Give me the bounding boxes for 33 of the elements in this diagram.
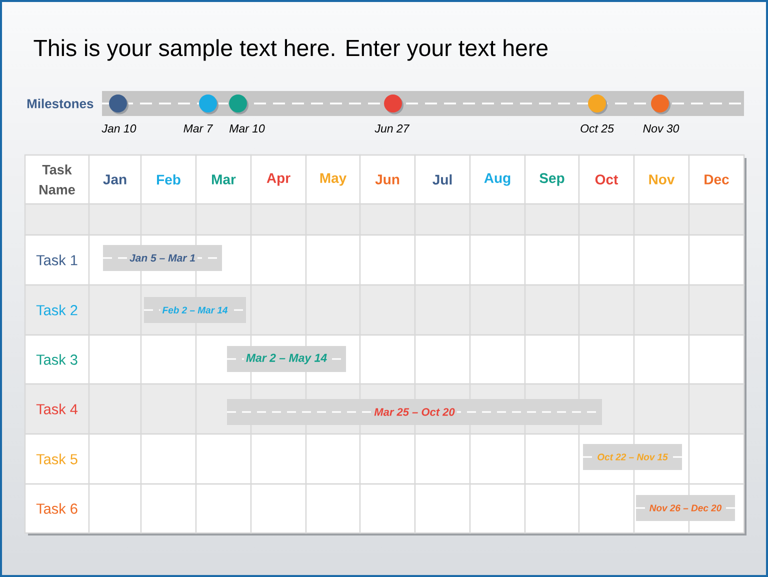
header-cell: Jun — [359, 154, 416, 205]
header-cell: Mar — [195, 154, 252, 205]
task-bar: Mar 25 – Oct 20 — [227, 399, 602, 425]
header-cell: Aug — [469, 154, 526, 205]
task-bar: Mar 2 – May 14 — [227, 346, 346, 372]
task-bar: Nov 26 – Dec 20 — [636, 495, 735, 521]
header-cell: Nov — [633, 154, 690, 205]
header-cell: Apr — [250, 154, 307, 205]
date-label: Oct 25 — [580, 124, 614, 133]
date-label: Mar 7 — [184, 124, 214, 132]
row-header-cell: Task 1 — [24, 234, 90, 286]
row-header-cell: Task 4 — [24, 383, 90, 435]
date-label: Jan 10 — [102, 124, 136, 133]
header-cell: Task Name — [24, 154, 90, 205]
header-cell: Jul — [414, 154, 471, 205]
header-cell: Oct — [578, 154, 635, 205]
row-header-cell: Task 5 — [24, 433, 90, 485]
row-header-cell: Task 2 — [24, 284, 90, 336]
header-cell: May — [305, 154, 361, 205]
task-bar: Oct 22 – Nov 15 — [583, 444, 682, 470]
band-heading: Milestones — [27, 98, 94, 108]
date-label: Mar 10 — [229, 124, 265, 133]
row-header-cell: Task 3 — [24, 334, 90, 385]
row-header-cell: Task 6 — [24, 483, 90, 534]
header-cell: Feb — [140, 154, 197, 205]
date-label: Nov 30 — [643, 124, 680, 133]
header-cell: Dec — [688, 154, 745, 205]
task-bar: Feb 2 – Mar 14 — [144, 297, 246, 323]
title: This is your sample text here. Enter your text here — [34, 39, 548, 61]
header-cell: Jan — [88, 154, 142, 205]
header-cell: Sep — [524, 154, 580, 205]
task-bar: Jan 5 – Mar 1 — [103, 245, 222, 271]
date-label: Jun 27 — [374, 124, 410, 133]
